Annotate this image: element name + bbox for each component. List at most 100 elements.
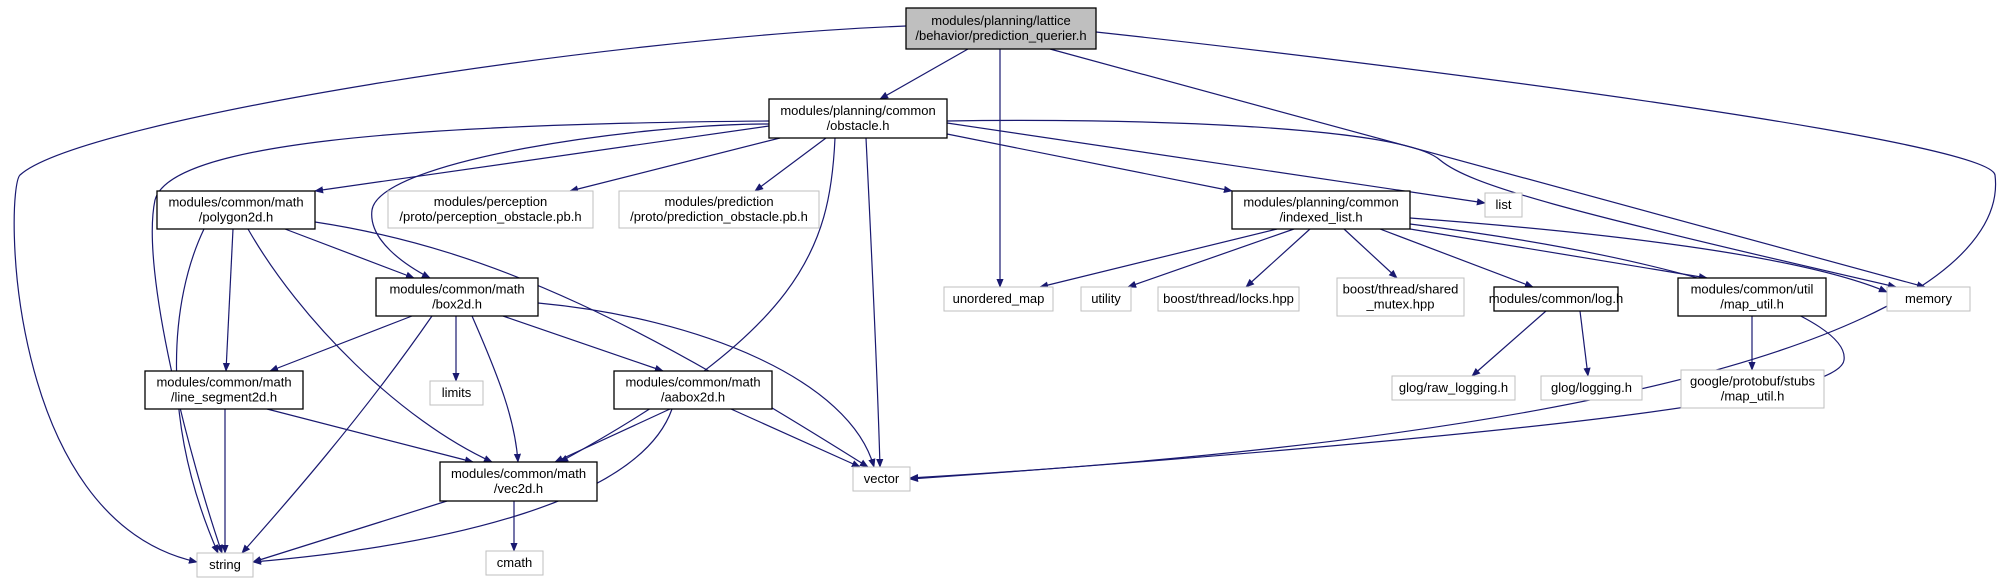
edge-obstacle-to-box2d [371, 123, 770, 279]
node-box-polygon2d [156, 190, 316, 230]
edge-box2d-to-vector [537, 302, 876, 468]
node-label-protobuf_map_util-line-0: google/protobuf/stubs [1690, 374, 1816, 389]
node-box-shared_mutex [1336, 277, 1465, 317]
node-box-vector [852, 466, 911, 492]
node-obstacle[interactable]: modules/planning/common/obstacle.h [768, 98, 948, 139]
edge-root-to-obstacle [879, 48, 969, 100]
node-label-log-line-0: modules/common/log.h [1489, 291, 1623, 306]
node-label-line_segment2d-line-0: modules/common/math [156, 375, 291, 390]
edge-indexed_list-to-vector [909, 223, 1845, 483]
node-label-box2d-line-1: /box2d.h [432, 297, 482, 312]
node-label-indexed_list-line-1: /indexed_list.h [1279, 210, 1362, 225]
node-label-box2d-line-0: modules/common/math [389, 282, 524, 297]
node-vector: vector [852, 466, 911, 492]
node-locks: boost/thread/locks.hpp [1157, 286, 1300, 312]
node-box-raw_logging [1391, 375, 1516, 401]
node-indexed_list[interactable]: modules/planning/common/indexed_list.h [1231, 190, 1411, 230]
node-box-locks [1157, 286, 1300, 312]
edge-polygon2d-to-vector [314, 221, 869, 468]
edge-vec2d-to-string [252, 500, 448, 564]
edge-obstacle-to-list [946, 122, 1486, 206]
node-label-polygon2d-line-0: modules/common/math [168, 195, 303, 210]
node-protobuf_map_util: google/protobuf/stubs/map_util.h [1680, 369, 1825, 409]
edge-indexed_list-to-utility [1127, 228, 1295, 288]
node-aabox2d[interactable]: modules/common/math/aabox2d.h [613, 370, 773, 410]
edge-polygon2d-to-line_segment2d [222, 228, 234, 372]
edge-aabox2d-to-string [252, 408, 673, 565]
node-cmath: cmath [485, 550, 544, 576]
node-box-log [1493, 286, 1619, 312]
node-box-map_util [1677, 277, 1827, 317]
node-box-prediction_obstacle [618, 190, 820, 229]
node-label-root-line-1: /behavior/prediction_querier.h [915, 28, 1086, 43]
node-box-string [196, 552, 254, 578]
node-box-root [905, 7, 1097, 50]
node-label-root-line-0: modules/planning/lattice [931, 13, 1070, 28]
node-label-utility-line-0: utility [1091, 291, 1121, 306]
node-box2d[interactable]: modules/common/math/box2d.h [375, 277, 539, 317]
nodes-layer: modules/planning/lattice/behavior/predic… [144, 7, 1971, 578]
node-label-map_util-line-0: modules/common/util [1691, 282, 1814, 297]
edge-polygon2d-to-box2d [284, 228, 415, 279]
node-label-glog_logging-line-0: glog/logging.h [1551, 380, 1632, 395]
node-limits: limits [429, 380, 484, 406]
edge-obstacle-to-perception_obstacle [569, 137, 781, 193]
edge-indexed_list-to-shared_mutex [1343, 228, 1398, 279]
node-box-utility [1080, 286, 1132, 312]
node-label-cmath-line-0: cmath [497, 555, 532, 570]
node-label-vec2d-line-0: modules/common/math [451, 466, 586, 481]
edge-aabox2d-to-vec2d [554, 408, 671, 463]
node-box-line_segment2d [144, 370, 304, 410]
node-box-cmath [485, 550, 544, 576]
edge-obstacle-to-polygon2d [314, 125, 770, 194]
edge-indexed_list-to-locks [1245, 228, 1311, 288]
node-box-glog_logging [1540, 375, 1643, 401]
node-label-protobuf_map_util-line-1: /map_util.h [1721, 389, 1785, 404]
edge-indexed_list-to-memory [1409, 217, 1888, 293]
node-box-unordered_map [943, 286, 1054, 312]
node-string: string [196, 552, 254, 578]
edge-obstacle-to-indexed_list [946, 133, 1233, 193]
node-label-raw_logging-line-0: glog/raw_logging.h [1399, 380, 1508, 395]
node-label-unordered_map-line-0: unordered_map [953, 291, 1045, 306]
node-memory: memory [1886, 286, 1971, 312]
edge-line_segment2d-to-vec2d [266, 408, 474, 464]
node-box-limits [429, 380, 484, 406]
node-box-vec2d [439, 461, 598, 502]
node-label-prediction_obstacle-line-1: /proto/prediction_obstacle.pb.h [630, 209, 808, 224]
node-vec2d[interactable]: modules/common/math/vec2d.h [439, 461, 598, 502]
edge-obstacle-to-memory [946, 119, 1897, 289]
node-label-polygon2d-line-1: /polygon2d.h [199, 210, 273, 225]
node-label-perception_obstacle-line-0: modules/perception [434, 194, 547, 209]
edges-layer [13, 25, 1997, 565]
node-label-shared_mutex-line-1: _mutex.hpp [1366, 297, 1435, 312]
edge-aabox2d-to-vector [730, 408, 861, 468]
node-label-string-line-0: string [209, 557, 241, 572]
node-label-map_util-line-1: /map_util.h [1720, 297, 1784, 312]
node-line_segment2d[interactable]: modules/common/math/line_segment2d.h [144, 370, 304, 410]
node-list: list [1484, 192, 1523, 218]
edge-polygon2d-to-string [175, 228, 219, 554]
node-shared_mutex: boost/thread/shared_mutex.hpp [1336, 277, 1465, 317]
node-box-aabox2d [613, 370, 773, 410]
edge-root-to-vector [909, 31, 1997, 482]
node-label-locks-line-0: boost/thread/locks.hpp [1163, 291, 1294, 306]
node-box-obstacle [768, 98, 948, 139]
node-label-limits-line-0: limits [442, 385, 472, 400]
node-polygon2d[interactable]: modules/common/math/polygon2d.h [156, 190, 316, 230]
node-box-indexed_list [1231, 190, 1411, 230]
edge-root-to-string [13, 25, 907, 564]
node-root[interactable]: modules/planning/lattice/behavior/predic… [905, 7, 1097, 50]
node-label-prediction_obstacle-line-0: modules/prediction [664, 194, 773, 209]
node-log[interactable]: modules/common/log.h [1489, 286, 1623, 312]
node-label-shared_mutex-line-0: boost/thread/shared [1343, 282, 1459, 297]
edge-obstacle-to-string [151, 120, 770, 554]
node-box-protobuf_map_util [1680, 369, 1825, 409]
node-label-indexed_list-line-0: modules/planning/common [1243, 195, 1398, 210]
node-map_util[interactable]: modules/common/util/map_util.h [1677, 277, 1827, 317]
edge-box2d-to-vec2d [471, 315, 522, 463]
node-label-memory-line-0: memory [1905, 291, 1952, 306]
edge-obstacle-to-vec2d [559, 137, 836, 463]
node-label-vec2d-line-1: /vec2d.h [494, 481, 543, 496]
